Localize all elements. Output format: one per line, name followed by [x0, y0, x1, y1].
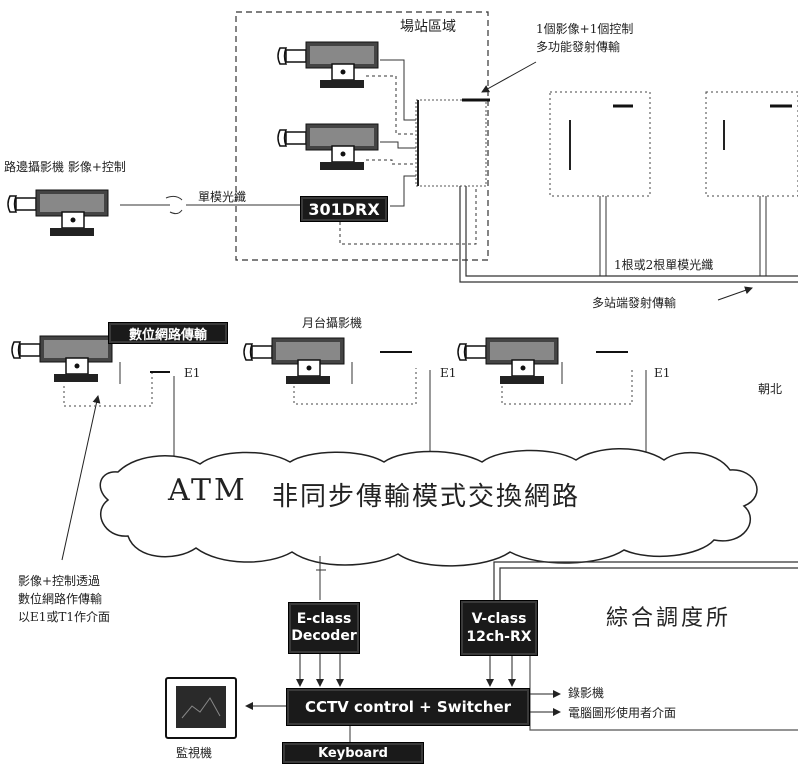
cctv-camera-icon [277, 123, 379, 170]
cctv-camera-icon [243, 337, 345, 384]
platform-camera-label: 月台攝影機 [302, 316, 363, 330]
cctv-camera-icon [7, 189, 109, 236]
digital-net-tx-box: 數位網路傳輸 [108, 322, 228, 344]
cctv-camera-icon [11, 335, 113, 382]
note-line-1: 影像+控制透過 [18, 574, 101, 588]
multi-site-tx-label: 多站端發射傳輸 [592, 296, 677, 310]
e1-label-c: E1 [654, 366, 671, 380]
remote-transmitter-2 [705, 91, 798, 197]
station-area-label: 場站區域 [400, 19, 456, 35]
atm-label: ATM [168, 473, 248, 508]
pc-interface-label: 電腦圖形使用者介面 [568, 706, 677, 720]
station-area-boundary [235, 11, 489, 261]
roadside-camera-label: 路邊攝影機 影像+控制 [4, 160, 126, 174]
e1-label-a: E1 [184, 366, 201, 380]
cctv-camera-icon [277, 41, 379, 88]
note-line-3: 以E1或T1作介面 [18, 610, 111, 624]
monitor-icon [165, 677, 237, 739]
atm-desc-label: 非同步傳輸模式交換網路 [272, 482, 581, 512]
e1-label-b: E1 [440, 366, 457, 380]
cctv-switcher-box: CCTV control + Switcher [286, 688, 530, 726]
multi-tx-label-2: 多功能發射傳輸 [536, 40, 621, 54]
note-line-2: 數位網路作傳輸 [18, 592, 103, 606]
fiber-count-label: 1根或2根單模光纖 [614, 258, 714, 272]
recorder-label: 錄影機 [568, 686, 605, 700]
keyboard-box: Keyboard [282, 742, 424, 764]
station-transmitter-box [415, 99, 487, 187]
singlemode-fiber-label: 單模光纖 [198, 190, 247, 204]
atm-cloud [99, 448, 758, 567]
monitor-label: 監視機 [176, 746, 213, 760]
cctv-camera-icon [457, 337, 559, 384]
remote-transmitter-1 [549, 91, 651, 197]
drx-301-box: 301DRX [300, 196, 388, 222]
north-label: 朝北 [758, 382, 783, 396]
control-center-label: 綜合調度所 [606, 606, 732, 631]
multi-tx-label-1: 1個影像+1個控制 [536, 22, 634, 36]
